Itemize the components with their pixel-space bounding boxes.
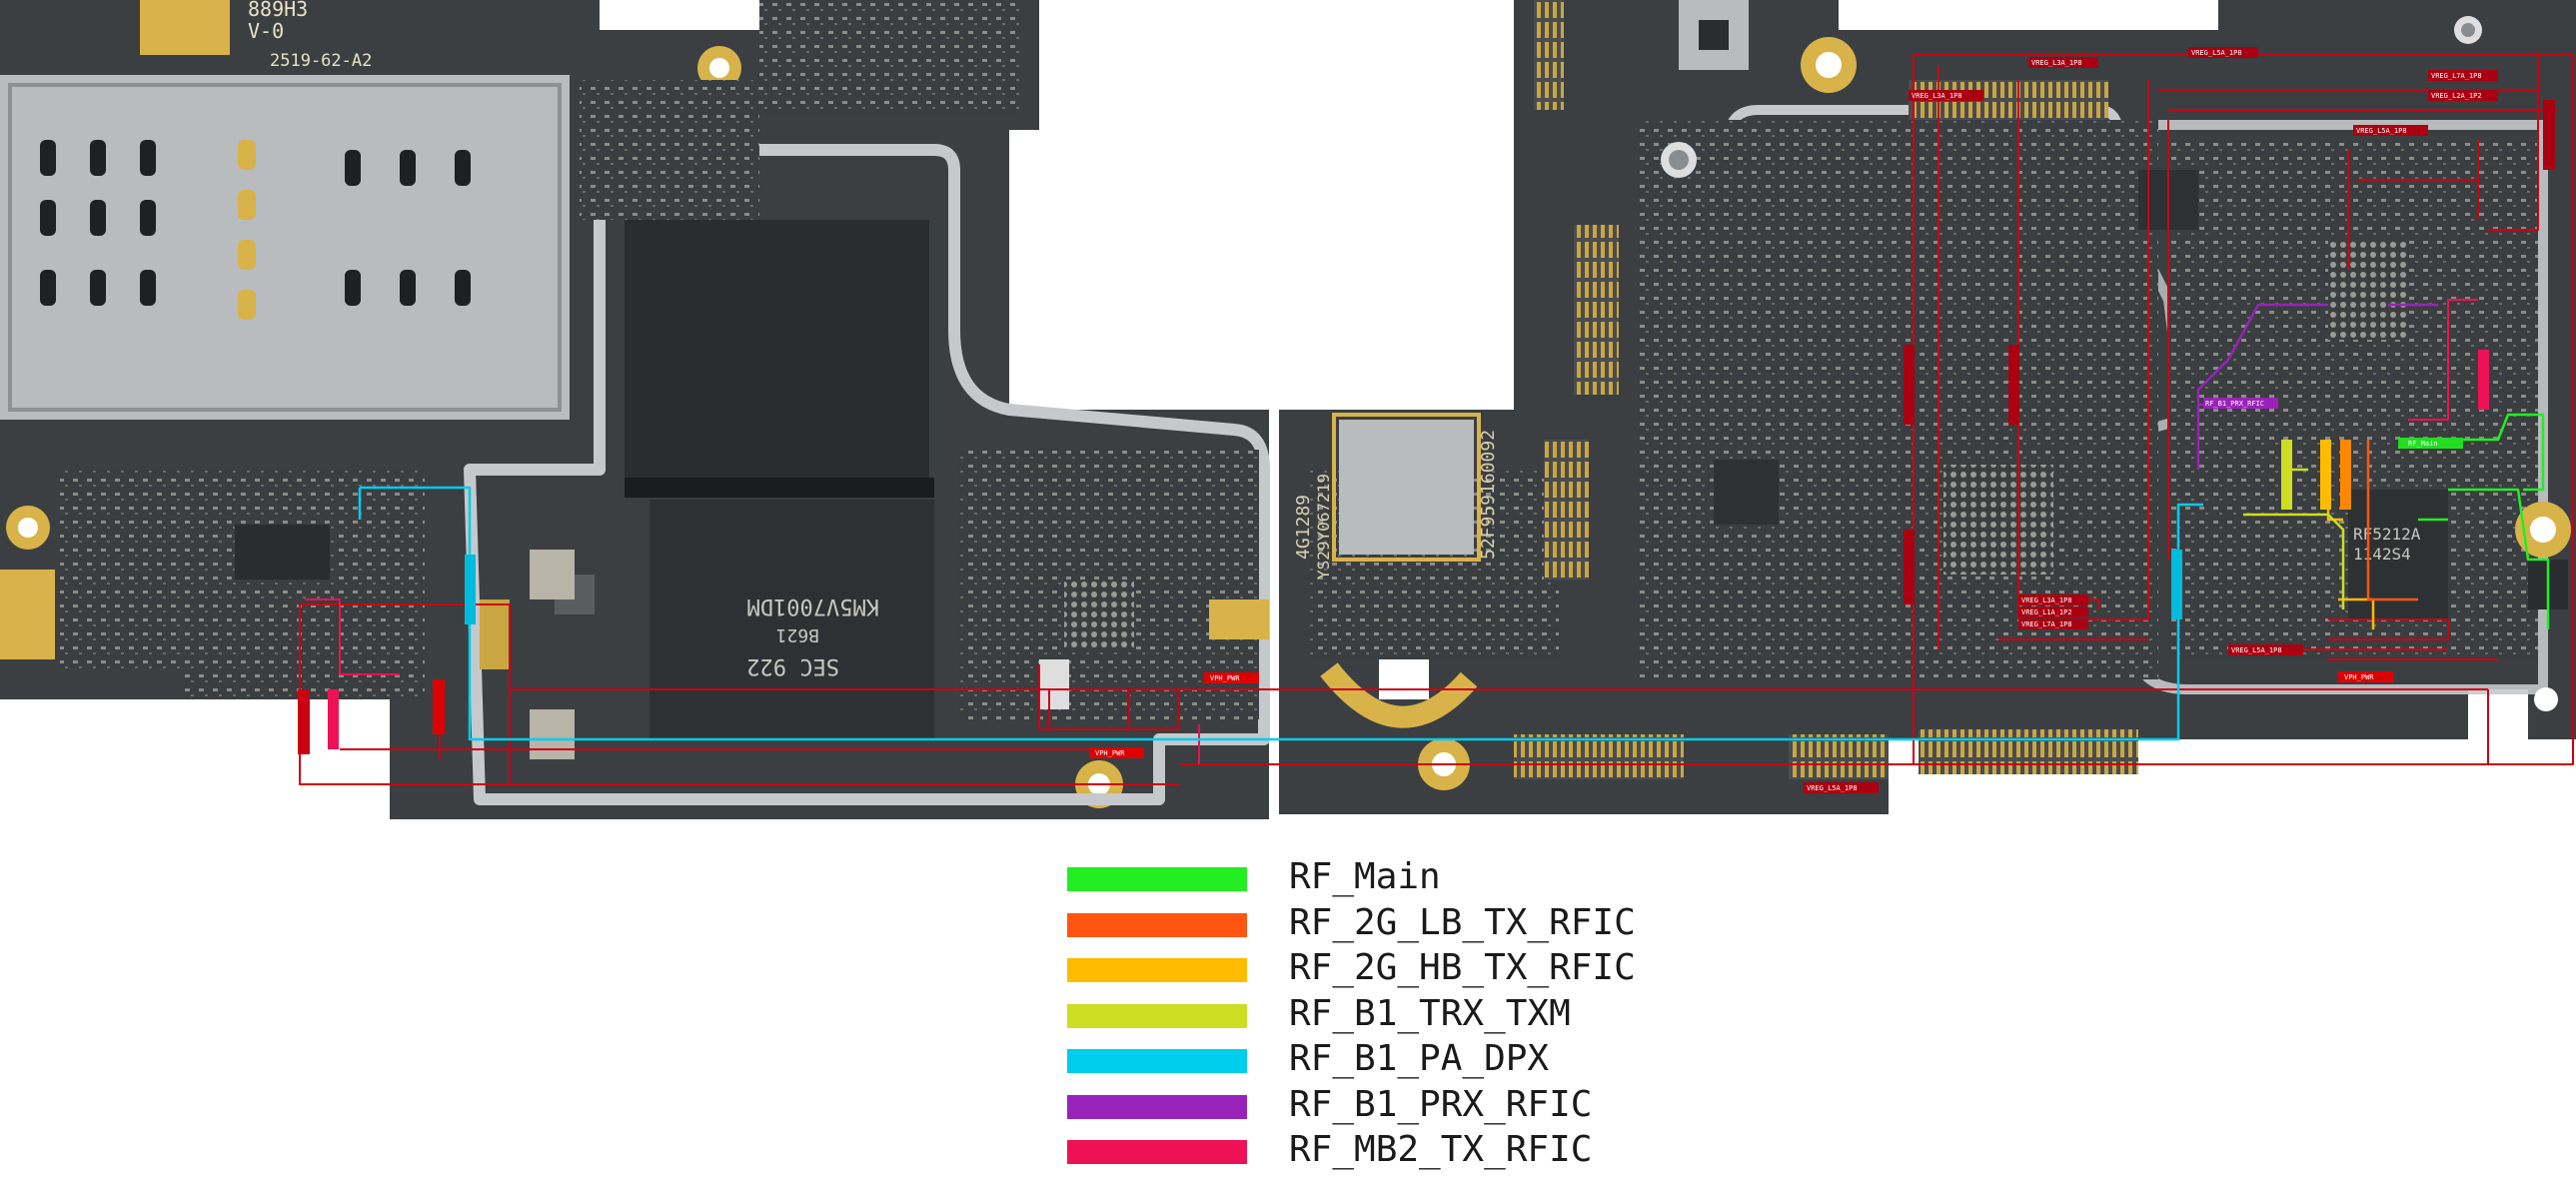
tag-vreg-l1a [2018,606,2088,617]
legend-swatch [1067,912,1247,937]
legend-label: RF_MB2_TX_RFIC [1289,1129,1593,1170]
svg-text:VREG_L7A_1P8: VREG_L7A_1P8 [2021,620,2072,628]
ram-chip [649,500,934,739]
tag-vph-pwr-2 [1089,747,1144,758]
rfic-chip [1943,465,2053,575]
tag-vreg-l3a-3 [2018,595,2088,605]
pcb-diagram: 889H3 V-0 2519-62-A2 KM5V7001DM SEC 922 … [0,0,2576,819]
svg-text:RF_B1_PRX_RFIC: RF_B1_PRX_RFIC [2205,400,2264,408]
connector-bottom-1 [1514,734,1684,779]
svg-text:VPH_PWR: VPH_PWR [2344,673,2374,681]
tag-rf-b1-prx [2203,398,2278,409]
legend-label: RF_B1_PA_DPX [1289,1038,1550,1079]
connector-top [1534,0,1564,110]
legend-label: RF_2G_HB_TX_RFIC [1289,947,1636,988]
tag-vreg-l5a [2188,47,2258,58]
chip-mark-1: 4G1289 [1293,495,1314,560]
left-board: 889H3 V-0 2519-62-A2 KM5V7001DM SEC 922 … [0,0,1270,819]
silk-mark-1: 889H3 [248,0,308,21]
legend-label: RF_B1_PRX_RFIC [1289,1083,1593,1125]
svg-text:VREG_L2A_1P2: VREG_L2A_1P2 [2431,92,2482,100]
tag-mb2-left [328,689,339,749]
svg-text:VPH_PWR: VPH_PWR [1210,674,1240,682]
svg-text:VREG_L7A_1P8: VREG_L7A_1P8 [2431,72,2482,80]
legend-item-rf-main: RF_Main [1067,857,1767,907]
legend-item-rf-mb2-tx-rfic: RF_MB2_TX_RFIC [1067,1130,1767,1180]
tag-vreg-l5a-3 [2228,644,2303,655]
ram-chip-top [625,220,929,495]
svg-text:VREG_L3A_1P8: VREG_L3A_1P8 [1912,92,1962,100]
legend-item-rf-2g-lb-tx-rfic: RF_2G_LB_TX_RFIC [1067,902,1767,953]
legend-label: RF_Main [1289,856,1441,897]
connector-bottom-2 [1789,734,1889,779]
tag-2g-hb [2320,440,2331,510]
tag-vreg-l5a-2 [2353,125,2428,136]
legend-item-rf-b1-trx-txm: RF_B1_TRX_TXM [1067,993,1767,1044]
camera-pad [1339,420,1474,555]
ram-label-1: KM5V7001DM [747,594,879,618]
legend-label: RF_B1_TRX_TXM [1289,992,1571,1034]
legend-item-rf-2g-hb-tx-rfic: RF_2G_HB_TX_RFIC [1067,948,1767,998]
legend-label: RF_2G_LB_TX_RFIC [1289,901,1636,943]
legend-swatch [1067,867,1247,891]
tag-vreg-l3a-2 [1909,90,1983,101]
legend-item-rf-b1-prx-rfic: RF_B1_PRX_RFIC [1067,1084,1767,1135]
tag-vreg-l3a [2028,57,2098,68]
svg-text:VREG_L3A_1P8: VREG_L3A_1P8 [2021,596,2072,604]
svg-text:VPH_PWR: VPH_PWR [1095,749,1125,757]
svg-text:RF_Main: RF_Main [2408,440,2438,448]
legend-swatch [1067,1049,1247,1073]
legend-swatch [1067,958,1247,982]
legend-swatch [1067,1003,1247,1028]
tag-vreg-l7a-2 [2018,618,2088,629]
net-tags: VREG_L3A_1P8 VREG_L5A_1P8 VREG_L7A_1P8 V… [298,47,2555,793]
connector-lcd [1574,225,1619,395]
pa-chip [2348,490,2448,619]
tag-vreg-vert-1 [1904,530,1915,604]
tag-red-vert [433,679,445,734]
tag-rf-main [2398,438,2463,449]
svg-text:VREG_L5A_1P8: VREG_L5A_1P8 [2231,646,2282,654]
silk-mark-3: 2519-62-A2 [270,51,372,71]
svg-text:VREG_L5A_1P8: VREG_L5A_1P8 [2191,49,2242,57]
transceiver-chip [2328,240,2408,340]
legend-swatch [1067,1140,1247,1164]
ram-label-3: B621 [776,624,819,645]
silk-mark-2: V-0 [248,19,284,43]
legend-swatch [1067,1094,1247,1119]
tag-rf-b1-pa-dpx-left [465,555,476,624]
rf-chip-label-2: 1142S4 [2353,545,2411,564]
tag-vreg-vert-3 [2008,345,2019,425]
right-board: 4G1289 YS29Y067219 52F959160092 RF5212A … [1279,0,2576,814]
tag-mb2-right [2478,350,2489,410]
left-chip [235,525,330,580]
connector-bottom-3 [1919,729,2138,774]
pmic-chip [1064,580,1134,649]
svg-text:VREG_L3A_1P8: VREG_L3A_1P8 [2031,59,2082,67]
tag-vreg-l5a-4 [1804,782,1879,793]
tag-rf-b1-pa-dpx-right [2171,550,2182,619]
tag-vreg-l2a [2428,90,2498,101]
svg-text:VREG_L1A_1P2: VREG_L1A_1P2 [2021,608,2072,616]
rf-chip-label-1: RF5212A [2353,525,2421,544]
tag-vph-left [298,689,310,754]
chip-mark-3: 52F959160092 [1478,430,1499,560]
tag-vreg-vert-4 [2543,100,2555,170]
connector-cam [1544,440,1589,580]
tag-2g-lb [2340,440,2351,510]
tag-vreg-vert-2 [1904,345,1915,425]
chip-mark-2: YS29Y067219 [1314,474,1333,580]
tag-b1-trx [2281,440,2292,510]
svg-text:VREG_L5A_1P8: VREG_L5A_1P8 [2356,127,2407,135]
tag-vreg-l7a [2428,70,2498,81]
tag-vph-pwr-1 [1204,672,1259,683]
legend: RF_Main RF_2G_LB_TX_RFIC RF_2G_HB_TX_RFI… [1067,857,1767,1180]
ram-label-2: SEC 922 [746,653,839,678]
svg-text:VREG_L5A_1P8: VREG_L5A_1P8 [1807,784,1858,792]
tag-vph-pwr-3 [2338,671,2393,682]
sim-tray [0,75,570,420]
legend-item-rf-b1-pa-dpx: RF_B1_PA_DPX [1067,1039,1767,1089]
